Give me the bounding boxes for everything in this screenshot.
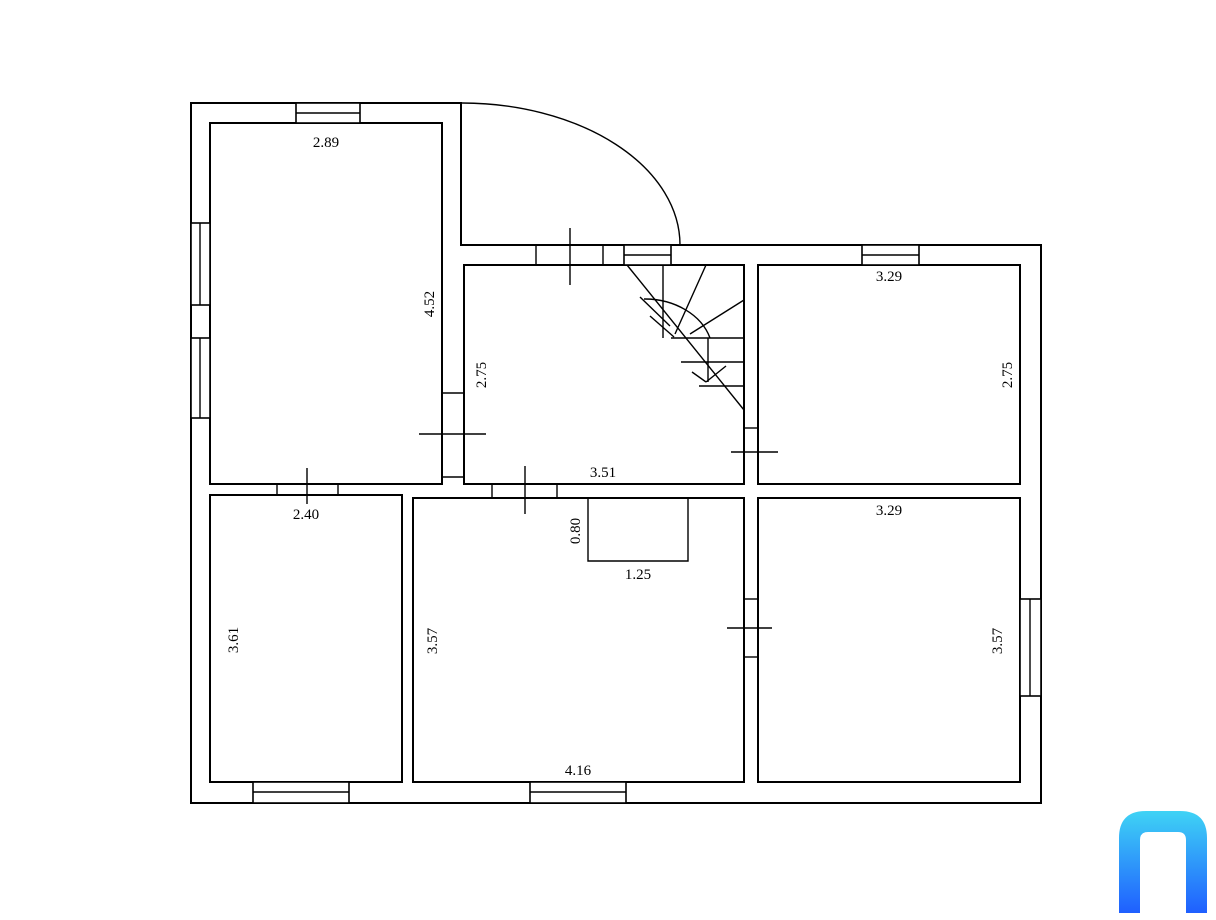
dim-r3-width: 3.29 xyxy=(876,269,902,285)
niche xyxy=(587,498,689,562)
dim-r1-width: 2.89 xyxy=(313,135,339,151)
room-6 xyxy=(757,497,1021,783)
dim-r6-height: 3.57 xyxy=(990,627,1006,654)
outer-wall xyxy=(190,102,1042,804)
dim-hall-width: 3.51 xyxy=(590,465,616,481)
door-gap-r1-hall xyxy=(443,393,463,477)
room-1 xyxy=(209,122,443,485)
dim-r6-width: 3.29 xyxy=(876,503,902,519)
dim-niche-width: 1.25 xyxy=(625,567,651,583)
dim-r4-width: 2.40 xyxy=(293,507,319,523)
staircase xyxy=(626,264,745,411)
dim-r4-height: 3.61 xyxy=(226,627,242,653)
n-logo-icon xyxy=(1119,811,1207,913)
door-gap-hall-r3 xyxy=(745,428,757,483)
room-hall xyxy=(463,264,745,485)
dim-r5-width: 4.16 xyxy=(565,763,592,779)
windows xyxy=(190,102,1042,804)
dim-niche-height: 0.80 xyxy=(568,518,584,544)
entrance-door-swing xyxy=(460,102,681,246)
dim-r3-height: 2.75 xyxy=(1000,362,1016,388)
dim-r5-height: 3.57 xyxy=(425,627,441,654)
dim-r1-height: 4.52 xyxy=(422,291,438,317)
door-marks xyxy=(276,228,778,629)
room-3 xyxy=(757,264,1021,485)
dim-hall-height: 2.75 xyxy=(474,362,490,388)
